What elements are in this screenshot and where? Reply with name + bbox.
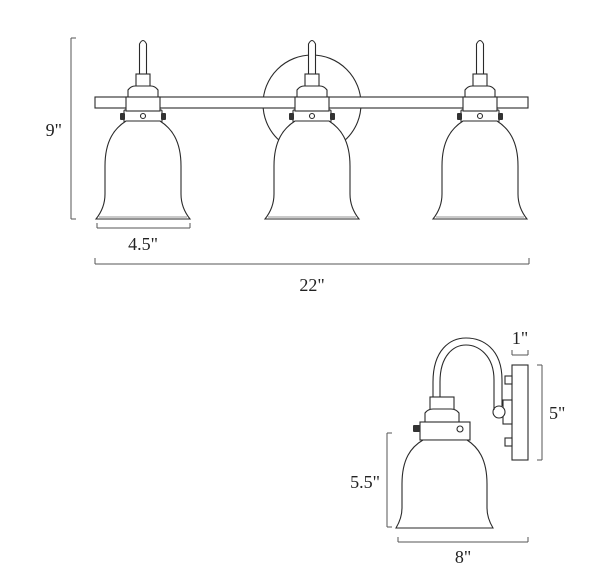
shade-left bbox=[95, 39, 191, 220]
backplate-height-dimension: 5" bbox=[537, 364, 565, 461]
backplate-depth-dimension: 1" bbox=[511, 328, 529, 356]
side-backplate bbox=[511, 364, 529, 461]
shade-height-dimension: 5.5" bbox=[350, 432, 392, 528]
curved-arm bbox=[439, 344, 495, 410]
height-label: 9" bbox=[46, 120, 62, 140]
backplate-height-label: 5" bbox=[549, 403, 565, 423]
extension-dimension: 8" bbox=[397, 537, 529, 567]
shade-right bbox=[432, 39, 528, 220]
shade-width-label: 4.5" bbox=[128, 234, 158, 254]
front-view: 9" 4.5" 22" bbox=[46, 37, 530, 295]
shade-height-label: 5.5" bbox=[350, 472, 380, 492]
backplate-depth-label: 1" bbox=[512, 328, 528, 348]
shade-width-dimension: 4.5" bbox=[96, 223, 191, 254]
side-view: 1" 5" 5.5" 8" bbox=[350, 328, 565, 567]
total-width-label: 22" bbox=[299, 275, 324, 295]
total-width-dimension: 22" bbox=[94, 258, 530, 295]
side-shade bbox=[395, 439, 494, 529]
height-dimension: 9" bbox=[46, 37, 76, 220]
extension-label: 8" bbox=[455, 547, 471, 567]
